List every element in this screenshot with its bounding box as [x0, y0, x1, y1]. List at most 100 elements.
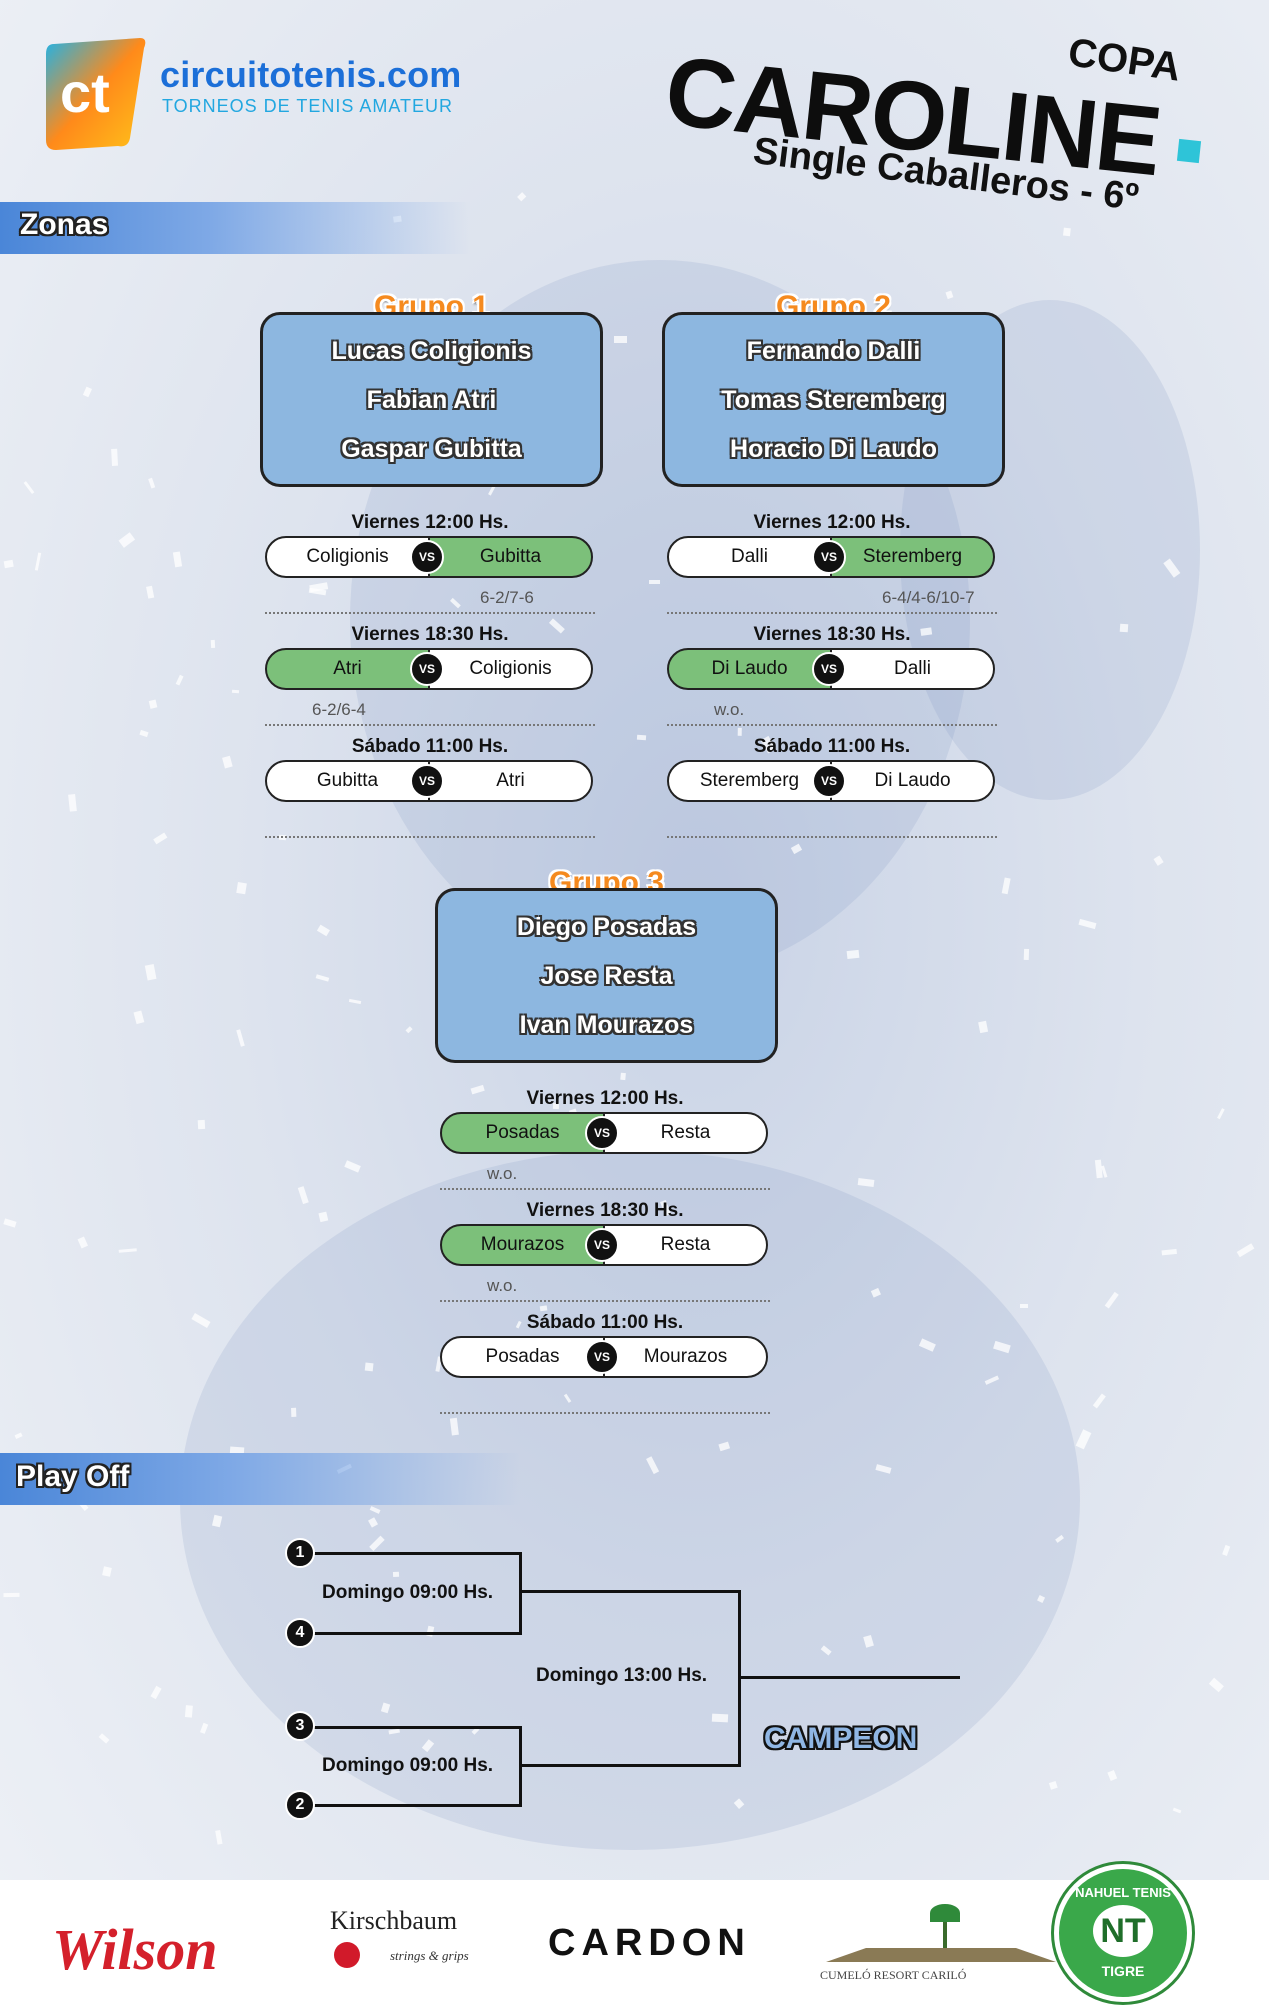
match-player-left[interactable]: Dalli	[667, 536, 832, 578]
champion-label: CAMPEON	[764, 1722, 918, 1755]
confetti-piece	[1023, 948, 1030, 960]
playoff-section-bar	[0, 1453, 520, 1505]
confetti-piece	[34, 552, 42, 571]
site-name[interactable]: circuitotenis.com	[160, 54, 462, 95]
zonas-title: Zonas	[20, 208, 109, 241]
group-player: Jose Resta	[540, 962, 673, 990]
match-separator	[667, 612, 997, 614]
match-player-left[interactable]: Coligionis	[265, 536, 430, 578]
match-player-right[interactable]: Resta	[603, 1224, 768, 1266]
match-separator	[265, 836, 595, 838]
confetti-piece	[148, 477, 156, 488]
confetti-piece	[215, 1830, 223, 1845]
kirschbaum-logo[interactable]: Kirschbaum strings & grips	[330, 1906, 500, 1986]
match-time: Sábado 11:00 Hs.	[753, 736, 911, 757]
semi1-time: Domingo 09:00 Hs.	[322, 1582, 494, 1603]
match-time: Sábado 11:00 Hs.	[526, 1312, 684, 1333]
confetti-piece	[231, 689, 240, 694]
resort-roof-icon	[826, 1948, 1056, 1962]
confetti-piece	[118, 1248, 137, 1253]
match-player-left[interactable]: Steremberg	[667, 760, 832, 802]
nahuel-tenis-logo[interactable]: NAHUEL TENIS NT TIGRE	[1054, 1864, 1192, 2002]
wilson-logo[interactable]: Wilson	[52, 1917, 218, 1982]
confetti-piece	[620, 1072, 626, 1080]
confetti-piece	[1236, 1243, 1255, 1258]
confetti-piece	[110, 448, 118, 466]
confetti-piece	[317, 924, 331, 937]
match-player-left[interactable]: Gubitta	[265, 760, 430, 802]
match-time: Viernes 12:00 Hs.	[351, 512, 509, 533]
nahuel-mark: NT	[1093, 1905, 1153, 1957]
match-player-right[interactable]: Di Laudo	[830, 760, 995, 802]
match-player-left[interactable]: Mourazos	[440, 1224, 605, 1266]
confetti-piece	[318, 1211, 329, 1223]
confetti-piece	[197, 1119, 206, 1130]
confetti-piece	[102, 1566, 112, 1577]
match-player-right[interactable]: Coligionis	[428, 648, 593, 690]
group-player: Fabian Atri	[366, 386, 497, 414]
cardon-logo[interactable]: CARDON	[548, 1922, 751, 1964]
match-score: 6-2/6-4	[312, 700, 366, 719]
match-player-right[interactable]: Dalli	[830, 648, 995, 690]
group-player: Ivan Mourazos	[519, 1011, 694, 1039]
confetti-piece	[133, 1010, 145, 1024]
bracket-line	[300, 1632, 522, 1635]
confetti-piece	[1161, 1249, 1177, 1256]
seed-1: 1	[285, 1538, 315, 1568]
confetti-piece	[191, 1312, 211, 1328]
match-player-right[interactable]: Gubitta	[428, 536, 593, 578]
confetti-piece	[846, 949, 860, 960]
match-score: w.o.	[487, 1276, 518, 1295]
confetti-piece	[172, 551, 183, 568]
confetti-piece	[236, 1029, 245, 1047]
match-player-left[interactable]: Atri	[265, 648, 430, 690]
confetti-piece	[315, 974, 330, 982]
vs-badge: VS	[410, 540, 444, 574]
match-player-left[interactable]: Posadas	[440, 1112, 605, 1154]
final-time: Domingo 13:00 Hs.	[536, 1665, 708, 1686]
vs-badge: VS	[812, 764, 846, 798]
match-player-right[interactable]: Resta	[603, 1112, 768, 1154]
vs-badge: VS	[812, 540, 846, 574]
confetti-piece	[1216, 1107, 1225, 1120]
group-player: Lucas Coligionis	[331, 337, 532, 365]
vs-badge: VS	[585, 1116, 619, 1150]
confetti-piece	[3, 1218, 17, 1228]
match-separator	[667, 836, 997, 838]
kirschbaum-name: Kirschbaum	[330, 1906, 458, 1935]
match-player-left[interactable]: Di Laudo	[667, 648, 832, 690]
confetti-piece	[175, 674, 184, 686]
bracket-line	[519, 1552, 522, 1635]
confetti-piece	[236, 882, 247, 895]
confetti-piece	[1172, 1807, 1182, 1814]
circuitotenis-logo-icon: ct	[46, 38, 146, 150]
nahuel-top-text: NAHUEL TENIS	[1075, 1885, 1171, 1900]
group-player: Tomas Steremberg	[721, 386, 946, 414]
group-player: Gaspar Gubitta	[341, 435, 522, 463]
match-player-left[interactable]: Posadas	[440, 1336, 605, 1378]
cumelo-name: CUMELÓ RESORT CARILÓ	[820, 1968, 967, 1982]
match-player-right[interactable]: Mourazos	[603, 1336, 768, 1378]
match-player-right[interactable]: Atri	[428, 760, 593, 802]
confetti-piece	[150, 1686, 162, 1700]
match-separator	[265, 724, 595, 726]
confetti-piece	[539, 1305, 548, 1312]
confetti-piece	[145, 585, 155, 599]
match-separator	[440, 1188, 770, 1190]
zonas-section-bar	[0, 202, 470, 254]
match-time: Viernes 12:00 Hs.	[753, 512, 911, 533]
confetti-piece	[2, 1592, 20, 1598]
vs-badge: VS	[585, 1340, 619, 1374]
confetti-piece	[1119, 623, 1128, 633]
champion-line	[738, 1676, 960, 1679]
match-player-right[interactable]: Steremberg	[830, 536, 995, 578]
confetti-piece	[222, 755, 233, 769]
confetti-piece	[1092, 1393, 1106, 1409]
confetti-piece	[297, 1186, 309, 1204]
confetti-piece	[1095, 1159, 1103, 1179]
cumelo-logo[interactable]: CUMELÓ RESORT CARILÓ	[818, 1902, 1056, 1992]
confetti-piece	[1209, 1677, 1224, 1692]
confetti-piece	[1107, 1770, 1118, 1781]
cherry-icon	[334, 1942, 360, 1968]
